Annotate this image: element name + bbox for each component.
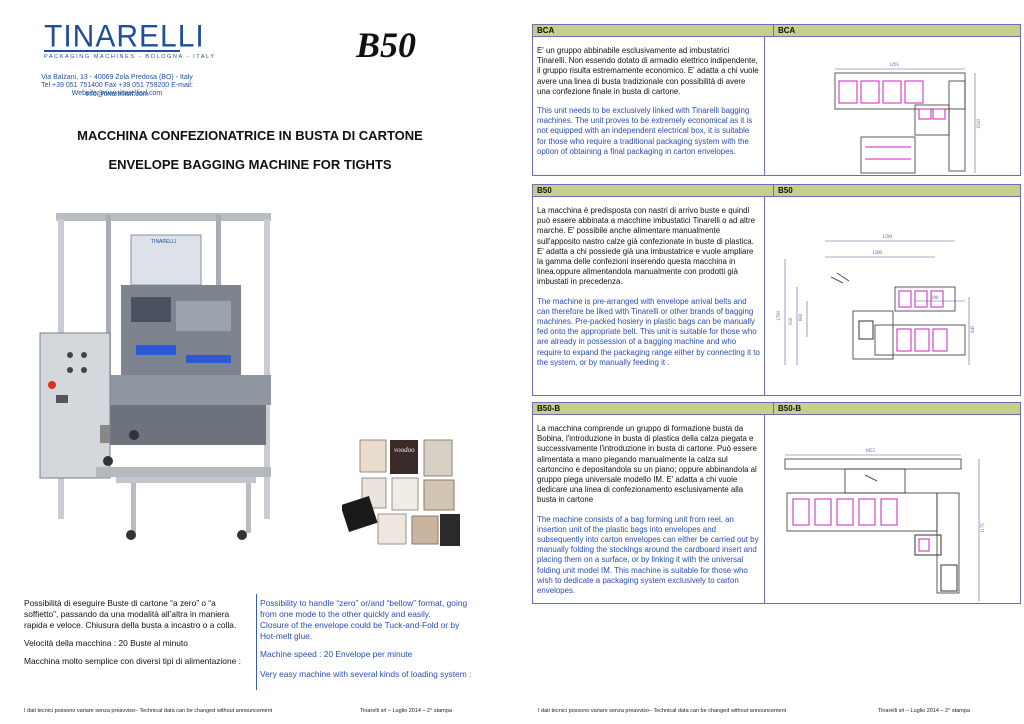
title-italian: MACCHINA CONFEZIONATRICE IN BUSTA DI CAR… bbox=[77, 128, 423, 143]
dimension-label: 1855 bbox=[865, 449, 876, 454]
dimension-label: 600 bbox=[799, 313, 804, 321]
brand-logo: TINARELLI bbox=[44, 19, 205, 54]
section-code-left: BCA bbox=[537, 26, 555, 35]
dimension-label: 1175 bbox=[981, 523, 986, 533]
layout-drawing-b50-b: 1855 1175 bbox=[764, 415, 1020, 603]
description-italian: La macchina comprende un gruppo di forma… bbox=[537, 424, 757, 505]
section-header: B50-B B50-B bbox=[533, 403, 1020, 415]
features-english: Possibility to handle “zero” or/and “bel… bbox=[260, 598, 475, 680]
dimension-label: 1590 bbox=[882, 235, 893, 240]
footer-note-right: I dati tecnici possono variare senza pre… bbox=[538, 708, 787, 714]
dimension-label: 1295 bbox=[889, 63, 900, 68]
logo-rule bbox=[44, 50, 180, 52]
section-code-right: BCA bbox=[773, 25, 1014, 36]
dimension-label: 1200 bbox=[872, 251, 883, 256]
description-italian: La macchina è predisposta con nastri di … bbox=[537, 206, 755, 287]
model-name: B50 bbox=[356, 25, 417, 65]
layout-drawing-bca: 1295 1030 bbox=[764, 37, 1020, 175]
feature-en-closure: Closure of the envelope could be Tuck-an… bbox=[260, 620, 460, 641]
dimension-label: 1030 bbox=[977, 119, 982, 130]
description-italian: E' un gruppo abbinabile esclusivamente a… bbox=[537, 46, 759, 96]
packaging-samples-photo: voodoo bbox=[342, 438, 462, 550]
svg-text:TINARELLI: TINARELLI bbox=[151, 239, 176, 245]
section-code-left: B50 bbox=[537, 186, 552, 195]
feature-en-speed: Machine speed : 20 Envelope per minute bbox=[260, 649, 413, 659]
description-english: This unit needs to be exclusively linked… bbox=[537, 106, 753, 156]
feature-it-speed: Velocità della macchina : 20 Buste al mi… bbox=[24, 638, 188, 648]
feature-it-format: Possibilità di eseguire Buste di cartone… bbox=[24, 598, 237, 630]
layout-drawing-b50: 1590 1200 390 1700 950 600 945 bbox=[764, 197, 1020, 395]
dimension-label: 390 bbox=[931, 296, 939, 301]
svg-text:voodoo: voodoo bbox=[394, 446, 415, 454]
features-italian: Possibilità di eseguire Buste di cartone… bbox=[24, 598, 252, 667]
section-header: B50 B50 bbox=[533, 185, 1020, 197]
dimension-label: 950 bbox=[789, 317, 794, 325]
section-header: BCA BCA bbox=[533, 25, 1020, 37]
machine-photo: TINARELLI bbox=[36, 205, 286, 550]
section-bca: BCA BCA E' un gruppo abbinabile esclusiv… bbox=[532, 24, 1021, 176]
footer-note-left: I dati tecnici possono variare senza pre… bbox=[24, 708, 273, 714]
company-contacts: Tel +39 051 751400 Fax +39 051 759200 E-… bbox=[41, 82, 193, 98]
description-english: The machine is pre-arranged with envelop… bbox=[537, 296, 760, 367]
section-code-left: B50-B bbox=[537, 404, 561, 413]
section-b50: B50 B50 La macchina è predisposta con na… bbox=[532, 184, 1021, 396]
description-english: The machine consists of a bag forming un… bbox=[537, 514, 759, 596]
dimension-label: 945 bbox=[971, 325, 976, 333]
company-website: Website: www.tinarellisrl.com bbox=[71, 90, 163, 97]
feature-en-format: Possibility to handle “zero” or/and “bel… bbox=[260, 598, 468, 619]
section-code-right: B50-B bbox=[773, 403, 1014, 414]
feature-it-loading: Macchina molto semplice con diversi tipi… bbox=[24, 656, 241, 666]
section-code-right: B50 bbox=[773, 185, 1014, 196]
footer-stamp-left: Tinarelli srl – Luglio 2014 – 2° stampa bbox=[360, 708, 452, 714]
features-divider bbox=[256, 594, 257, 690]
title-english: ENVELOPE BAGGING MACHINE FOR TIGHTS bbox=[108, 157, 392, 172]
section-b50-b: B50-B B50-B La macchina comprende un gru… bbox=[532, 402, 1021, 604]
footer-stamp-right: Tinarelli srl – Luglio 2014 – 2° stampa bbox=[878, 708, 970, 714]
company-address: Via Balzani, 13 - 40069 Zola Predosa (BO… bbox=[41, 74, 193, 81]
feature-en-loading: Very easy machine with several kinds of … bbox=[260, 669, 472, 679]
dimension-label: 1700 bbox=[777, 311, 782, 322]
brand-tagline: PACKAGING MACHINES - BOLOGNA - ITALY bbox=[44, 54, 216, 60]
